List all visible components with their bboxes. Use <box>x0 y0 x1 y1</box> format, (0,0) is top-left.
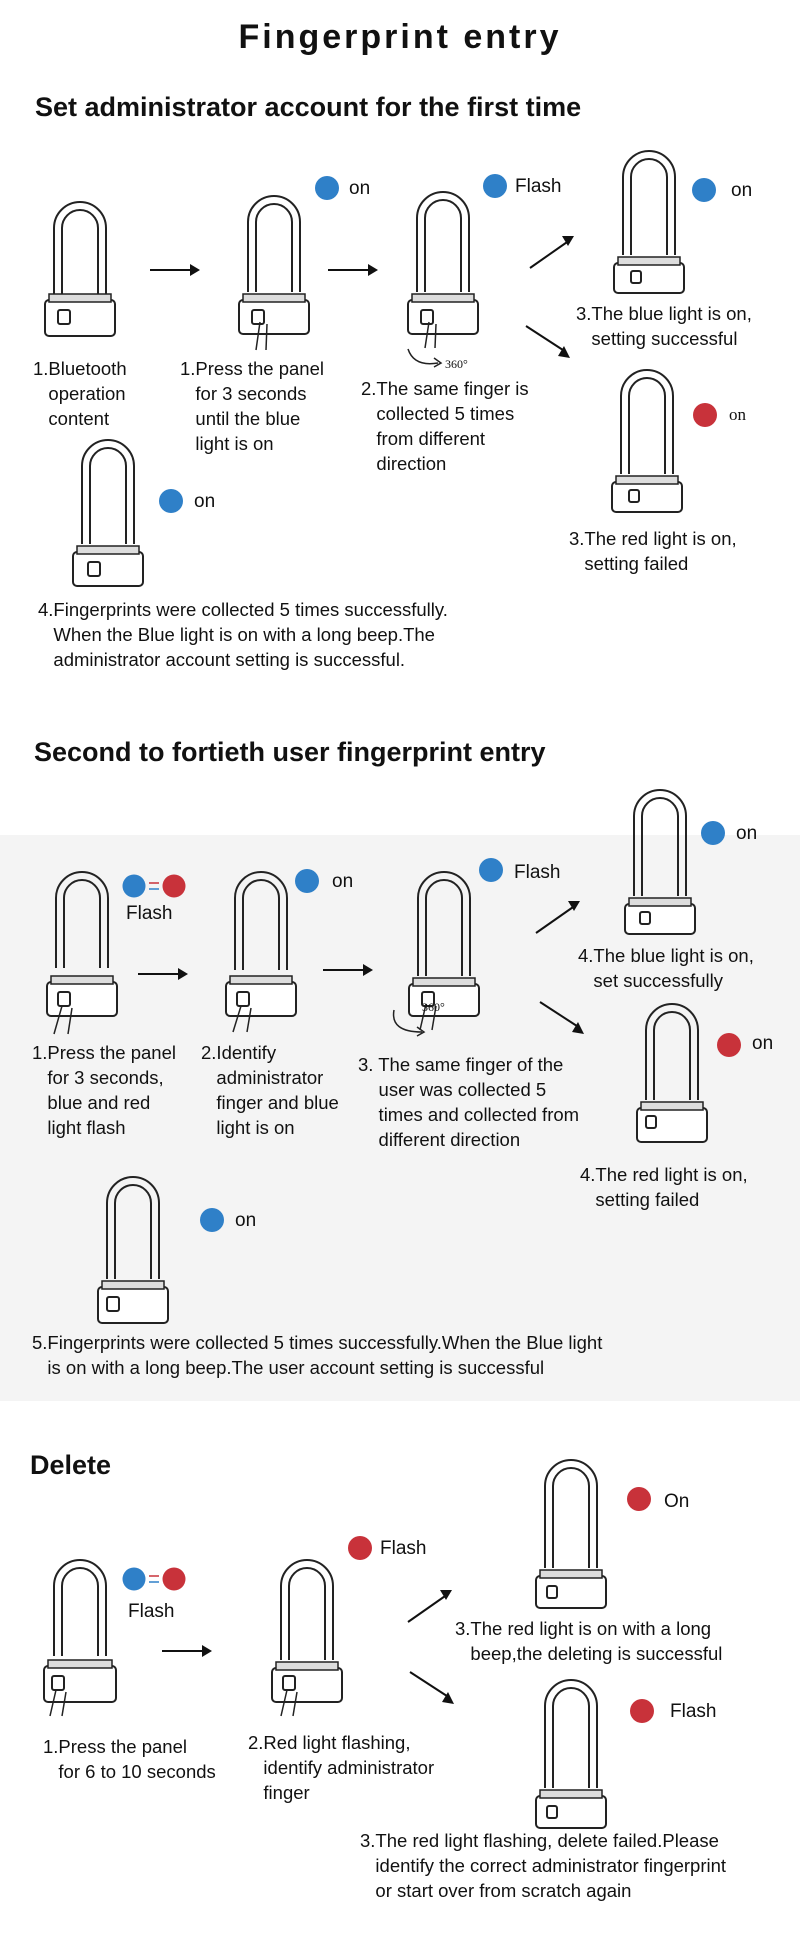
arrow-right-icon <box>323 964 373 976</box>
step-caption: 4.The blue light is on, set successfully <box>578 945 754 991</box>
step-caption: 3.The red light is on, setting failed <box>569 528 737 574</box>
u-lock-icon <box>97 1176 169 1324</box>
rotate-360-icon <box>407 348 443 368</box>
arrow-down-right-icon <box>409 1671 454 1704</box>
blue-red-swap-icon <box>122 874 186 898</box>
step-caption: 2.The same finger is collected 5 times f… <box>361 378 529 474</box>
step-caption: 2.Identify administrator finger and blue… <box>201 1042 339 1138</box>
arrow-right-icon <box>138 968 188 980</box>
light-status-label: on <box>736 823 758 844</box>
light-status-label: on <box>194 491 216 512</box>
blue-light-indicator <box>200 1208 224 1232</box>
u-lock-icon <box>535 1679 607 1829</box>
light-status-label: on <box>332 871 354 892</box>
u-lock-icon <box>535 1459 607 1609</box>
arrow-down-right-icon <box>525 325 570 358</box>
step-caption: 3.The blue light is on, setting successf… <box>576 303 752 349</box>
blue-light-indicator <box>483 174 507 198</box>
arrow-down-right-icon <box>539 1001 584 1034</box>
step-caption: 5.Fingerprints were collected 5 times su… <box>32 1332 603 1378</box>
step-caption: 1.Press the panel for 6 to 10 seconds <box>43 1736 216 1782</box>
light-status-label: Flash <box>128 1601 175 1622</box>
blue-red-swap-icon <box>122 1567 186 1591</box>
u-lock-icon <box>225 871 297 1033</box>
section-heading-user: Second to fortieth user fingerprint entr… <box>34 737 546 767</box>
u-lock-icon <box>611 369 683 513</box>
step-caption: 4.The red light is on, setting failed <box>580 1164 748 1210</box>
step-caption: 3.The red light is on with a long beep,t… <box>455 1618 723 1664</box>
step-caption: 3.The red light flashing, delete failed.… <box>360 1830 727 1901</box>
red-light-indicator <box>693 403 717 427</box>
page-title: Fingerprint entry <box>238 18 562 56</box>
red-light-indicator <box>717 1033 741 1057</box>
blue-light-indicator <box>692 178 716 202</box>
light-status-label: on <box>752 1033 774 1054</box>
light-status-label: Flash <box>514 862 561 883</box>
blue-light-indicator <box>159 489 183 513</box>
light-status-label: Flash <box>515 176 562 197</box>
u-lock-icon <box>407 191 479 349</box>
u-lock-icon <box>43 1559 117 1717</box>
arrow-up-right-icon <box>407 1590 452 1623</box>
u-lock-icon <box>271 1559 343 1717</box>
blue-light-indicator <box>479 858 503 882</box>
u-lock-icon <box>238 195 310 351</box>
u-lock-icon <box>624 789 696 935</box>
rotate-360-icon <box>392 1009 426 1037</box>
blue-light-indicator <box>701 821 725 845</box>
u-lock-icon <box>44 201 116 337</box>
light-status-label: on <box>729 405 746 424</box>
step-caption: 4.Fingerprints were collected 5 times su… <box>38 599 448 670</box>
light-status-label: Flash <box>380 1538 427 1559</box>
rotation-label: 360° <box>445 357 468 371</box>
arrow-right-icon <box>150 264 200 276</box>
light-status-label: on <box>235 1210 257 1231</box>
u-lock-icon <box>636 1003 708 1143</box>
red-light-indicator <box>348 1536 372 1560</box>
light-status-label: Flash <box>670 1701 717 1722</box>
light-status-label: on <box>731 180 753 201</box>
arrow-right-icon <box>162 1645 212 1657</box>
light-status-label: on <box>349 178 371 199</box>
step-caption: 3. The same finger of the user was colle… <box>358 1054 580 1150</box>
section-heading-delete: Delete <box>30 1450 112 1480</box>
arrow-right-icon <box>328 264 378 276</box>
u-lock-icon <box>46 871 118 1035</box>
light-status-label: On <box>664 1491 690 1512</box>
step-caption: 1.Bluetooth operation content <box>33 358 127 429</box>
red-light-indicator <box>630 1699 654 1723</box>
light-status-label: Flash <box>126 903 173 924</box>
step-caption: 1.Press the panel for 3 seconds until th… <box>180 358 324 454</box>
u-lock-icon <box>613 150 685 294</box>
step-caption: 2.Red light flashing, identify administr… <box>248 1732 435 1803</box>
step-caption: 1.Press the panel for 3 seconds, blue an… <box>32 1042 176 1138</box>
red-light-indicator <box>627 1487 651 1511</box>
rotation-label: 360° <box>422 1000 445 1014</box>
blue-light-indicator <box>315 176 339 200</box>
u-lock-icon <box>408 871 480 1031</box>
arrow-up-right-icon <box>529 236 574 269</box>
section-heading-admin: Set administrator account for the first … <box>35 92 582 122</box>
blue-light-indicator <box>295 869 319 893</box>
u-lock-icon <box>72 439 144 587</box>
arrow-up-right-icon <box>535 901 580 934</box>
